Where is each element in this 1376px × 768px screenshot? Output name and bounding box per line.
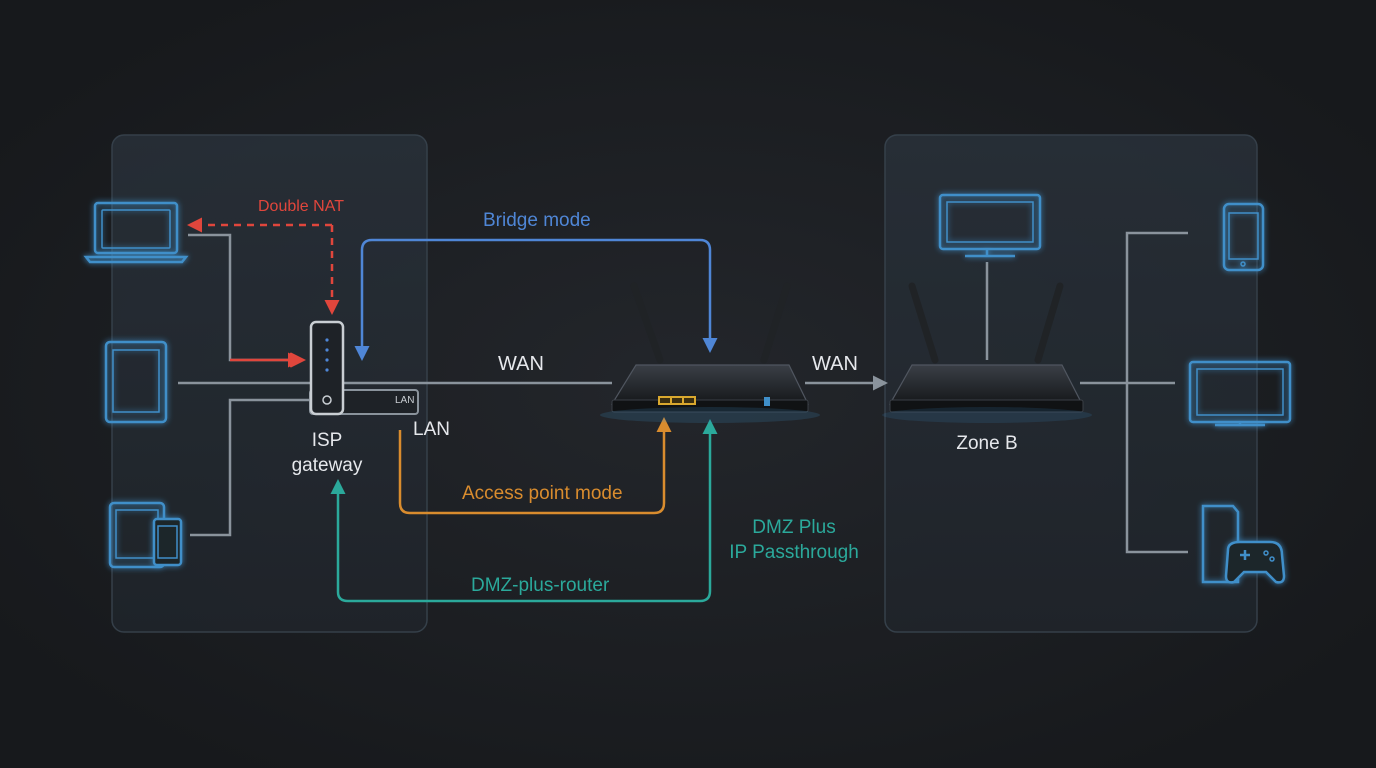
isp-label-line1: ISP: [311, 430, 343, 451]
tablet-phone-icon: [108, 501, 183, 569]
dmz-plus-router-label: DMZ-plus-router: [471, 575, 610, 596]
wan-label-left: WAN: [498, 353, 544, 375]
laptop-icon: [83, 201, 189, 264]
lan-port-label: LAN: [395, 395, 415, 406]
dmz-plus-label-line1: DMZ Plus: [752, 517, 836, 538]
access-point-mode-label: Access point mode: [462, 483, 623, 504]
isp-label-line2: gateway: [291, 455, 363, 476]
bridge-mode-path: [354, 238, 718, 361]
lan-label: LAN: [413, 419, 450, 440]
phone-icon: [1222, 202, 1265, 272]
bridge-mode-label: Bridge mode: [483, 210, 591, 231]
double-nat-path: [187, 217, 340, 315]
isp-gateway-device: [309, 320, 419, 416]
wan-label-right: WAN: [812, 353, 858, 375]
right-device-links: [985, 231, 1188, 554]
dmz-path: [330, 419, 718, 603]
tv-icon-right: [1188, 360, 1292, 427]
main-router-device: [600, 282, 820, 423]
dmz-plus-label-line2: IP Passthrough: [729, 542, 859, 563]
game-console-icon: [1201, 504, 1286, 584]
double-nat-label: Double NAT: [258, 198, 344, 215]
zone-b-label: Zone B: [956, 433, 1018, 454]
tv-icon-top: [938, 193, 1042, 258]
zone-b-router-device: [882, 282, 1092, 423]
tablet-icon: [104, 340, 168, 424]
access-point-path: [398, 417, 672, 515]
